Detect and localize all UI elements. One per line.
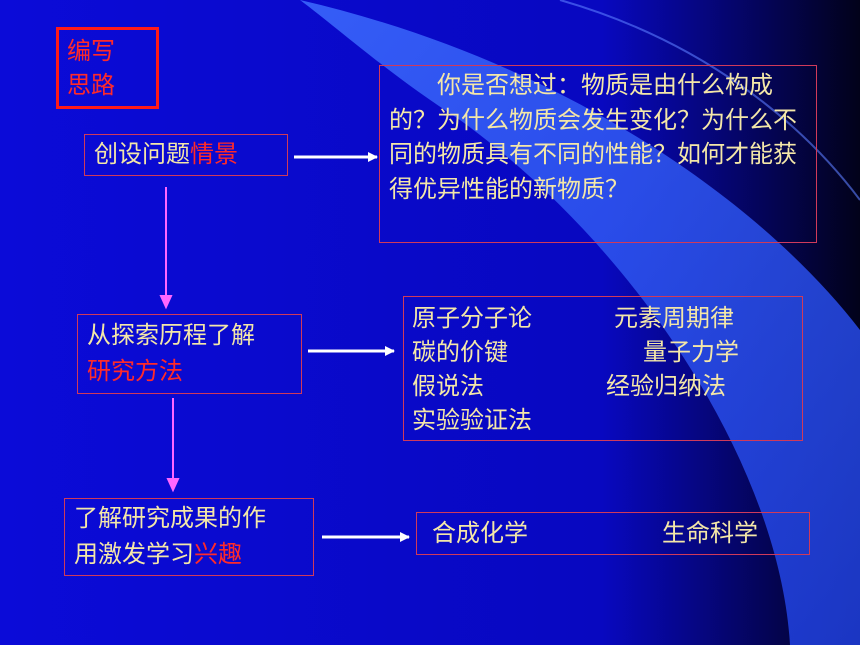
decorative-swoosh	[300, 0, 860, 645]
step-3-highlight: 兴趣	[194, 540, 242, 568]
outline-label: 编写 思路	[67, 37, 115, 99]
arrow-down-2	[166, 398, 180, 493]
method-item: 原子分子论	[412, 304, 532, 332]
method-item: 量子力学	[643, 338, 739, 366]
arrow-down-1	[159, 187, 173, 310]
step-3-line2: 用激发学习兴趣	[74, 540, 242, 568]
step-3-line1: 了解研究成果的作	[74, 504, 266, 532]
step-2-line1: 从探索历程了解	[87, 321, 255, 349]
methods-box	[403, 296, 803, 441]
results-box	[416, 512, 810, 555]
method-item: 元素周期律	[614, 304, 734, 332]
outline-label-box: 编写 思路	[56, 27, 159, 109]
step-1-label: 创设问题情景	[94, 140, 238, 168]
step-2-box	[77, 314, 302, 394]
result-item: 合成化学	[432, 519, 528, 547]
result-item: 生命科学	[662, 519, 758, 547]
step-1-box	[84, 134, 288, 176]
method-item: 假说法	[412, 372, 484, 400]
question-text: 你是否想过：物质是由什么构成的？为什么物质会发生变化？为什么不同的物质具有不同的…	[389, 71, 797, 203]
question-box	[379, 65, 817, 243]
step-1-highlight: 情景	[190, 140, 238, 168]
method-item: 实验验证法	[412, 406, 532, 434]
method-item: 经验归纳法	[606, 372, 726, 400]
step-2-highlight: 研究方法	[87, 357, 183, 385]
step-3-box	[64, 498, 314, 576]
method-item: 碳的价键	[412, 338, 508, 366]
